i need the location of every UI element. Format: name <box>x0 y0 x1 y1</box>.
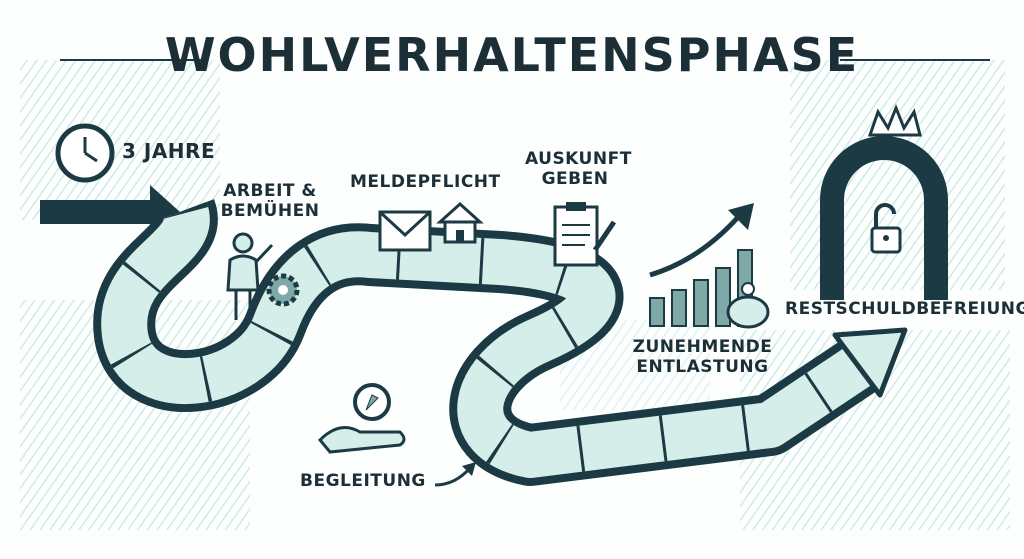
info-label: AUSKUNFT GEBEN <box>525 149 632 189</box>
work-label: ARBEIT & BEMÜHEN <box>220 181 320 221</box>
gear-icon <box>266 273 300 307</box>
relief-label-line1: ZUNEHMENDE <box>632 337 773 357</box>
arch-icon <box>820 136 948 300</box>
work-label-line2: BEMÜHEN <box>220 200 320 221</box>
work-label-line1: ARBEIT & <box>223 181 317 201</box>
relief-label-line2: ENTLASTUNG <box>636 356 769 377</box>
hand-compass-icon <box>317 383 406 454</box>
clipboard-icon <box>553 202 617 267</box>
support-arrow <box>434 462 476 487</box>
discharge-label: RESTSCHULDBEFREIUNG <box>785 299 1024 319</box>
trend-arrow-icon <box>649 203 754 278</box>
relief-label: ZUNEHMENDE ENTLASTUNG <box>630 337 775 377</box>
crown-icon <box>867 103 922 137</box>
unlock-icon <box>870 203 902 254</box>
page-title: WOHLVERHALTENSPHASE <box>164 28 860 82</box>
envelope-icon <box>378 210 432 252</box>
house-icon <box>436 201 484 244</box>
info-label-line2: GEBEN <box>541 168 609 189</box>
info-label-line1: AUSKUNFT <box>525 149 632 169</box>
duration-label: 3 JAHRE <box>122 139 216 163</box>
clock-icon <box>55 123 115 183</box>
reporting-label: MELDEPFLICHT <box>350 172 501 192</box>
worker-icon <box>226 232 274 320</box>
piggy-bank-icon <box>726 282 770 329</box>
winding-path <box>93 199 908 486</box>
support-label: BEGLEITUNG <box>300 471 426 491</box>
